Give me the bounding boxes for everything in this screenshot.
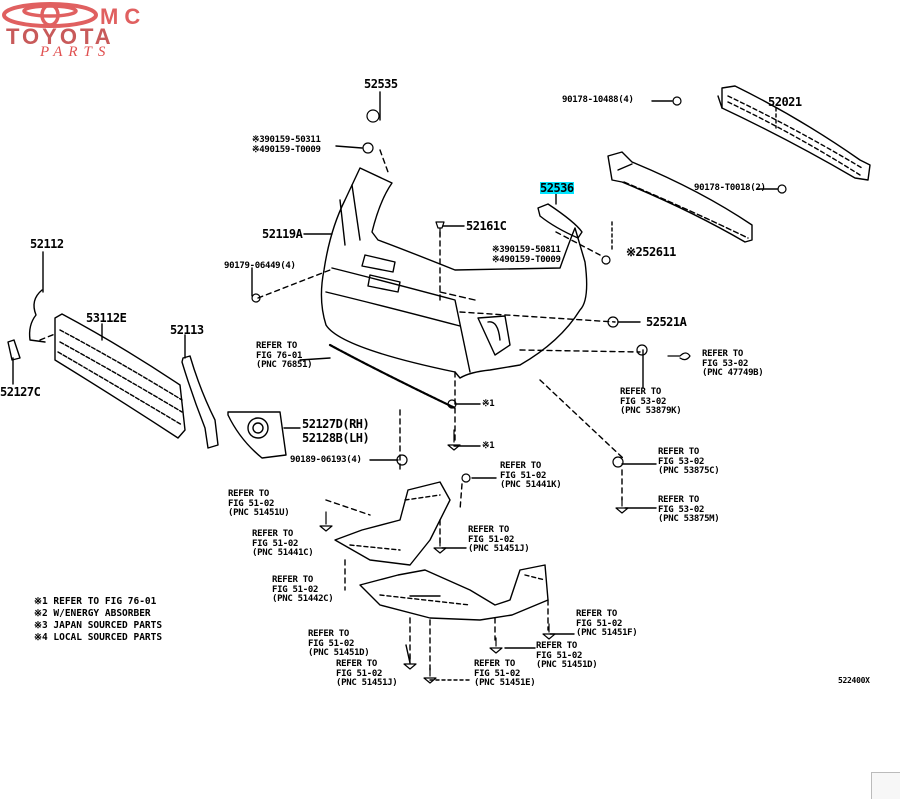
part-label-52535[interactable]: 52535 [364, 77, 398, 91]
logo-parts-text: PARTS [40, 44, 112, 60]
assembly-lines [39, 149, 641, 671]
clip-icon [607, 316, 619, 328]
clip-52127C-drawing [7, 339, 21, 361]
spoiler-drawing [328, 343, 457, 410]
fastener-symbols [251, 96, 787, 684]
logo-toyota-text: TOYOTA [6, 24, 114, 49]
part-label-52119A[interactable]: 52119A [262, 227, 303, 241]
front-undercover-drawing [359, 564, 549, 621]
part-label-52521A[interactable]: 52521A [646, 315, 687, 329]
fastener-label-90189-06193[interactable]: 90189-06193(4) [290, 455, 362, 465]
bumper-reinforcement-drawing [717, 85, 871, 181]
part-label-52161C[interactable]: 52161C [466, 219, 507, 233]
note-mark-1: ※1 [482, 441, 495, 451]
clip-label-90159-T0009-2[interactable]: ※490159-T0009 [492, 255, 561, 265]
energy-absorber-drawing [607, 151, 753, 243]
clip-icon [636, 344, 648, 356]
part-label-52611[interactable]: ※252611 [626, 245, 676, 259]
legend-item: ※2 W/ENERGY ABSORBER [34, 608, 151, 619]
clip-icon [251, 293, 261, 303]
part-label-52112[interactable]: 52112 [30, 237, 64, 251]
part-label-52127C[interactable]: 52127C [0, 385, 41, 399]
fog-lamp-cover-drawing [227, 411, 287, 459]
fastener-label-90178-10488[interactable]: 90178-10488(4) [562, 95, 634, 105]
clip-label-90159-T0009[interactable]: ※490159-T0009 [252, 145, 321, 155]
leader-lines [12, 91, 779, 681]
logo-mc-text: MC [100, 4, 147, 29]
legend-item: ※4 LOCAL SOURCED PARTS [34, 632, 163, 643]
part-label-52021[interactable]: 52021 [768, 95, 802, 109]
clip-label-90159-50811[interactable]: ※390159-50811 [492, 245, 561, 255]
clip-icon [362, 142, 374, 154]
engine-undercover-drawing [334, 481, 451, 566]
bumper-cover-drawing [320, 167, 588, 379]
fastener-label-90178-T0018[interactable]: 90178-T0018(2) [694, 183, 766, 193]
retainer-52536-drawing [537, 203, 583, 239]
part-label-52127D[interactable]: 52127D(RH) [302, 417, 370, 431]
part-label-53112E[interactable]: 53112E [86, 311, 127, 325]
footnote-legend: ※1 REFER TO FIG 76-01 ※2 W/ENERGY ABSORB… [34, 596, 162, 644]
retainer-52535-icon [366, 109, 380, 123]
part-label-52128B[interactable]: 52128B(LH) [302, 431, 370, 445]
figure-code: 522400X [838, 676, 870, 685]
legend-item: ※3 JAPAN SOURCED PARTS [34, 620, 163, 631]
brand-logo: MC TOYOTA PARTS [0, 0, 200, 62]
legend-item: ※1 REFER TO FIG 76-01 [34, 596, 157, 607]
fastener-label-90179-06449[interactable]: 90179-06449(4) [224, 261, 296, 271]
clip-label-90159-50311[interactable]: ※390159-50311 [252, 135, 321, 145]
grille-molding-left-drawing [28, 289, 46, 343]
part-label-52536[interactable]: 52536 [540, 181, 574, 195]
radiator-grille-drawing [54, 313, 186, 439]
note-mark-1: ※1 [482, 399, 495, 409]
grille-molding-drawing [181, 355, 219, 449]
bolt-icon [672, 96, 682, 106]
clip-icon [601, 255, 611, 265]
part-label-52113[interactable]: 52113 [170, 323, 204, 337]
toyota-emblem-icon [2, 2, 98, 28]
bolt-icon [777, 184, 787, 194]
page-corner-widget [871, 772, 900, 799]
